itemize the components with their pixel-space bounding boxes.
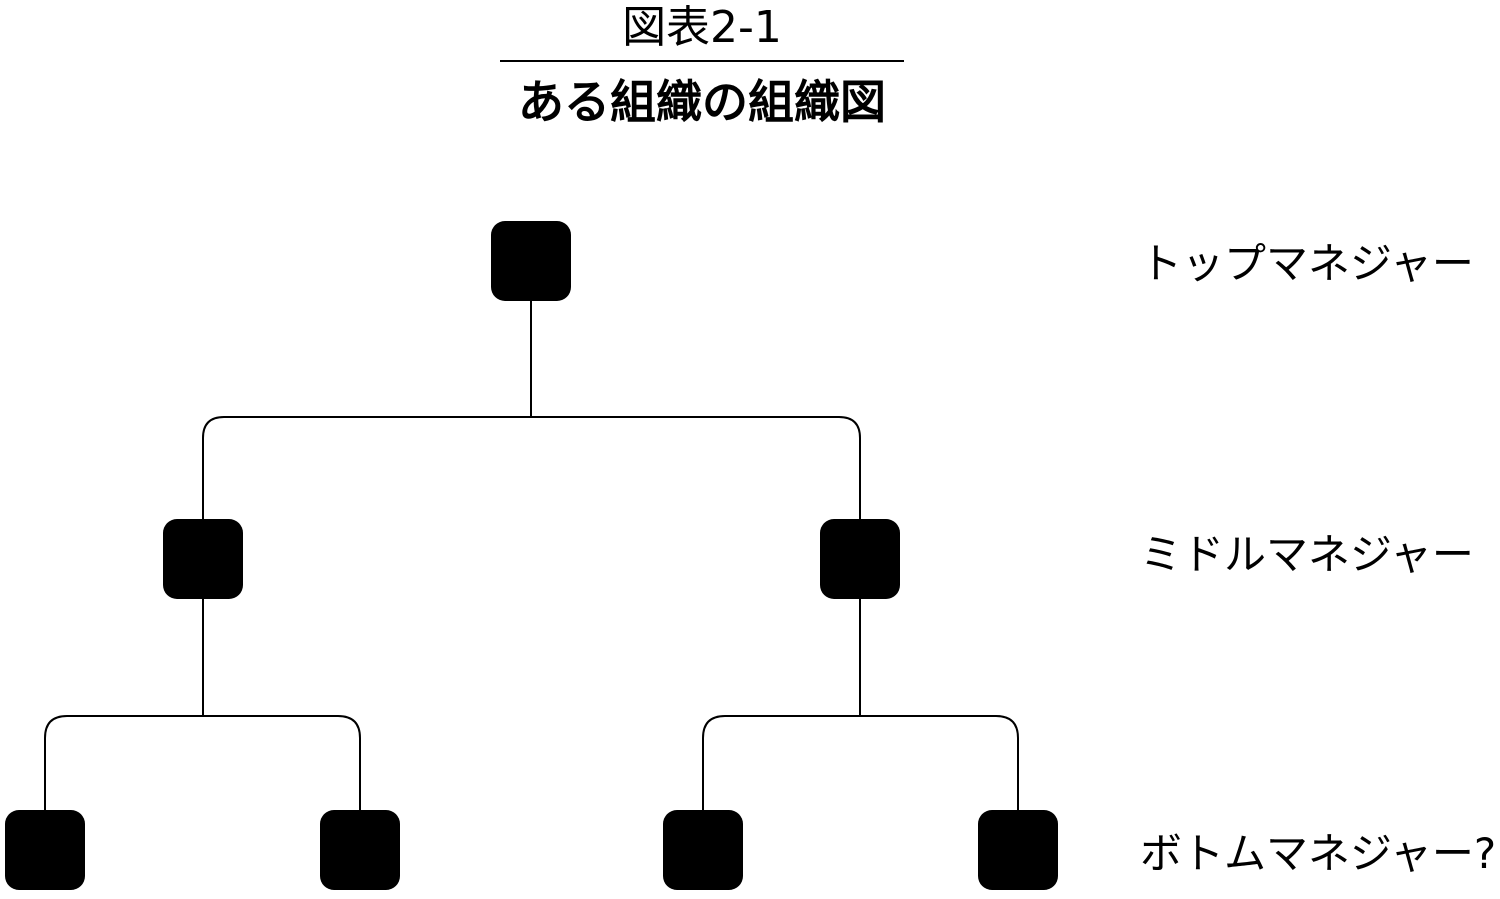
title-divider <box>500 60 904 62</box>
level-label-bottom: ボトムマネジャー? <box>1140 829 1497 878</box>
level-label-top: トップマネジャー <box>1140 239 1474 288</box>
connector-top-branch <box>202 416 861 521</box>
node-bottom-manager-1 <box>5 810 85 890</box>
org-nodes <box>5 221 1058 890</box>
node-middle-manager-left <box>163 519 243 599</box>
figure-number: 図表2-1 <box>622 2 782 53</box>
figure-title: ある組織の組織図 <box>518 75 886 129</box>
level-label-middle: ミドルマネジャー <box>1140 530 1474 579</box>
node-bottom-manager-3 <box>663 810 743 890</box>
node-bottom-manager-2 <box>320 810 400 890</box>
node-top-manager <box>491 221 571 301</box>
node-bottom-manager-4 <box>978 810 1058 890</box>
connector-left-branch <box>44 715 361 812</box>
node-middle-manager-right <box>820 519 900 599</box>
connector-right-branch <box>702 715 1019 812</box>
connector-lines <box>44 300 1019 812</box>
